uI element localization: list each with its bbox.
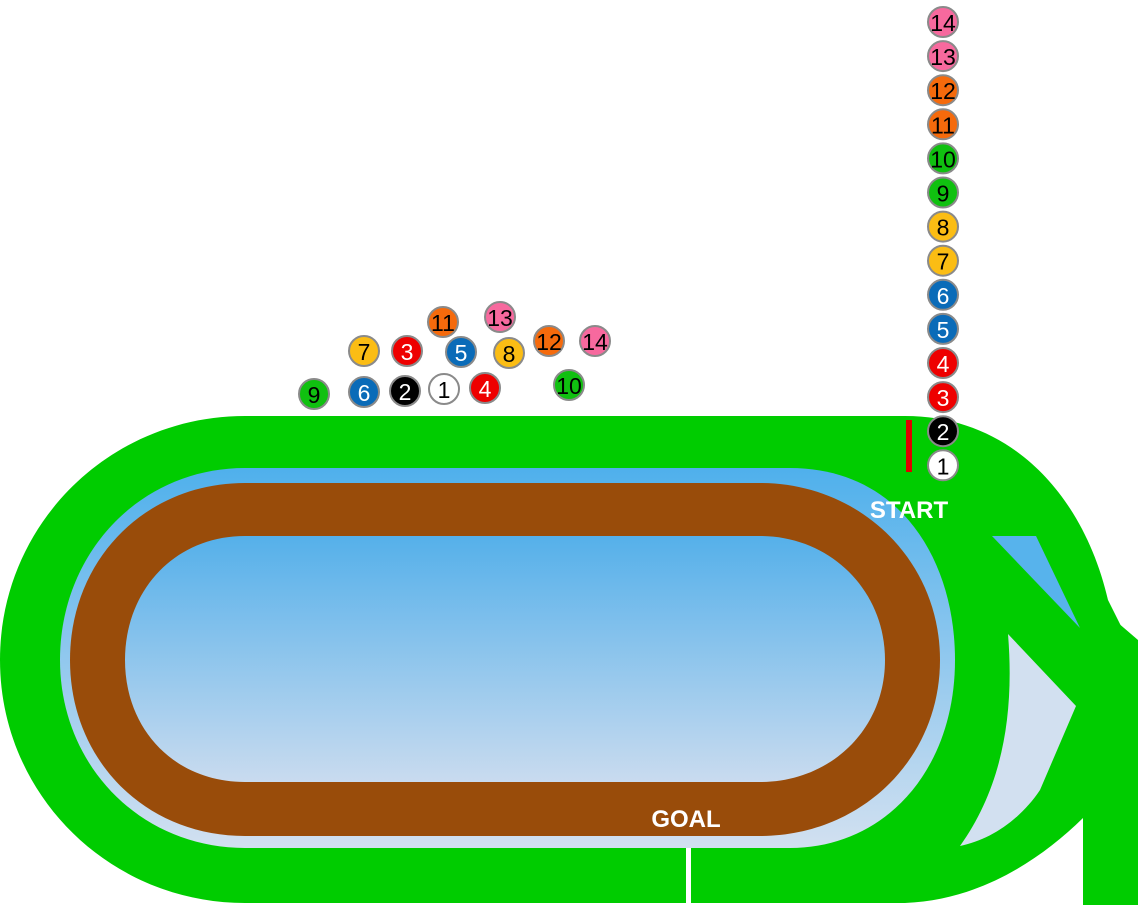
horse-number: 11 [431,310,455,336]
horse-marker-12: 12 [927,74,959,107]
horse-marker-circle [927,108,959,141]
horse-marker-13: 13 [927,40,959,73]
horse-marker-circle [484,301,516,333]
horse-number: 11 [931,112,955,138]
horse-marker-9: 9 [927,176,959,209]
horse-number: 8 [503,341,516,367]
starting-gate-lineup: 14 13 12 11 10 9 8 7 6 5 4 3 2 1 [927,6,959,482]
infield-lake [125,536,885,782]
horse-number: 8 [937,215,950,241]
horse-marker-5: 5 [927,312,959,345]
horse-marker-3: 3 [391,335,423,367]
horse-marker-14: 14 [927,6,959,38]
horse-number: 14 [930,10,956,36]
horse-marker-circle [927,449,959,482]
horse-marker-circle [927,415,959,448]
horse-marker-11: 11 [427,306,459,338]
horse-marker-2: 2 [927,415,959,448]
horse-marker-11: 11 [927,108,959,141]
horse-marker-4: 4 [927,347,959,379]
horse-marker-circle [389,375,421,407]
chute-gap-lower [960,634,1076,846]
horse-marker-circle [533,325,565,357]
goal-label: GOAL [651,806,720,833]
horse-number: 4 [937,351,950,377]
horse-number: 3 [401,339,414,365]
horse-marker-4: 4 [469,372,501,404]
start-label: START [870,497,949,524]
horse-marker-circle [469,372,501,404]
horse-marker-6: 6 [348,376,380,408]
start-marker [906,420,912,472]
horse-marker-13: 13 [484,301,516,333]
goal-line [686,848,691,905]
horse-number: 12 [536,329,562,355]
horse-marker-6: 6 [927,278,959,311]
horse-number: 9 [937,181,950,207]
horse-marker-3: 3 [927,381,959,414]
horse-marker-2: 2 [389,375,421,407]
horse-marker-7: 7 [348,335,380,367]
horse-marker-10: 10 [927,142,959,175]
horse-number: 10 [930,146,956,172]
horse-number: 5 [937,317,950,343]
horse-marker-14: 14 [579,325,611,357]
horse-marker-circle [427,306,459,338]
horse-number: 13 [487,305,513,331]
horse-marker-circle [428,373,460,405]
horse-marker-7: 7 [927,244,959,277]
horse-number: 1 [438,377,451,403]
horse-number: 1 [937,453,950,479]
horse-marker-circle [927,74,959,107]
horse-number: 7 [937,249,950,275]
horse-number: 10 [556,373,582,399]
horse-marker-circle [927,244,959,277]
horse-marker-1: 1 [428,373,460,405]
horse-marker-circle [493,337,525,369]
horse-marker-circle [391,335,423,367]
horse-number: 5 [455,340,468,366]
horse-number: 3 [937,385,950,411]
horse-marker-circle [445,336,477,368]
horse-number: 2 [399,379,412,405]
chute-gap-upper [992,536,1080,628]
horse-marker-1: 1 [927,449,959,482]
horse-marker-9: 9 [298,378,330,410]
horse-marker-circle [927,176,959,209]
horse-number: 12 [930,78,956,104]
horse-marker-5: 5 [445,336,477,368]
horse-marker-circle [927,381,959,414]
horse-number: 9 [308,382,321,408]
horse-number: 7 [358,339,371,365]
horse-number: 14 [582,329,608,355]
horse-marker-circle [298,378,330,410]
horse-marker-circle [927,142,959,175]
horse-number: 6 [937,283,950,309]
horse-marker-circle [927,347,959,379]
horse-marker-circle [553,369,585,401]
horse-marker-10: 10 [553,369,585,401]
horse-marker-circle [348,376,380,408]
horse-marker-circle [927,210,959,243]
horse-marker-12: 12 [533,325,565,357]
horse-marker-circle [927,6,959,38]
horse-marker-8: 8 [493,337,525,369]
horse-number: 6 [358,380,371,406]
horse-marker-circle [927,278,959,311]
horse-marker-circle [927,40,959,73]
horse-number: 4 [479,376,492,402]
horse-marker-circle [927,312,959,345]
horse-number: 13 [930,44,956,70]
horse-marker-circle [348,335,380,367]
horse-number: 2 [937,419,950,445]
horse-marker-8: 8 [927,210,959,243]
horse-marker-circle [579,325,611,357]
